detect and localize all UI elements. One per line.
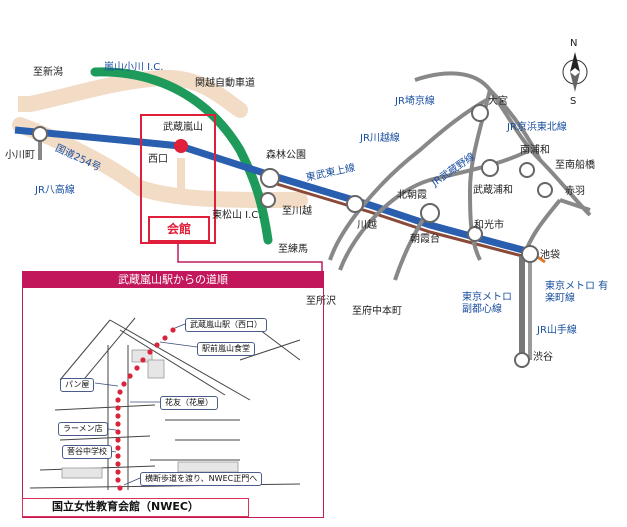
compass-n: N [570, 38, 578, 49]
label-jr-keihin-tohoku: JR京浜東北線 [507, 122, 567, 133]
inset-map [25, 290, 321, 496]
label-shibuya: 渋谷 [533, 352, 553, 363]
station-markers [32, 104, 553, 368]
label-to-tokorozawa: 至所沢 [306, 296, 336, 307]
label-to-kawagoe: 至川越 [282, 206, 312, 217]
hall-label: 会館 [148, 216, 210, 242]
label-ikebukuro: 池袋 [540, 250, 560, 261]
label-to-niigata: 至新潟 [33, 67, 63, 78]
label-to-fuchu-honmachi: 至府中本町 [352, 306, 402, 317]
label-shinrin-koen: 森林公園 [266, 150, 306, 161]
label-jr-yamanote: JR山手線 [537, 325, 577, 336]
compass-icon [562, 52, 588, 92]
label-minami-funabashi: 至南船橋 [555, 160, 595, 171]
inset-sugaya-jhs: 菅谷中学校 [62, 445, 112, 459]
inset-crosswalk-note: 横断歩道を渡り、NWEC正門へ [140, 472, 263, 486]
compass-s: S [570, 96, 577, 107]
label-ranzan-ogawa-ic: 嵐山小川 I.C. [104, 62, 164, 73]
label-metro-fukutoshin: 東京メトロ 副都心線 [462, 292, 512, 315]
label-higashi-matsuyama-ic: 東松山 I.C. [212, 210, 262, 221]
label-jr-hachiko: JR八高線 [35, 185, 75, 196]
inset-nwec-name: 国立女性教育会館（NWEC） [52, 500, 199, 513]
label-musashi-ranzan: 武蔵嵐山 [163, 122, 203, 133]
label-jr-kawagoe: JR川越線 [360, 133, 400, 144]
inset-hanatomo: 花友（花屋） [160, 396, 218, 410]
label-to-nerima: 至練馬 [278, 244, 308, 255]
label-kanetsu-expressway: 関越自動車道 [195, 78, 255, 89]
inset-ramen: ラーメン店 [58, 422, 108, 436]
label-omiya: 大宮 [488, 96, 508, 107]
label-ogawamachi: 小川町 [5, 150, 35, 161]
label-minami-urawa: 南浦和 [520, 145, 550, 156]
label-metro-yurakucho: 東京メトロ 有楽町線 [545, 281, 609, 304]
inset-ekimae-shokudo: 駅前嵐山食堂 [197, 342, 255, 356]
label-asaka-dai: 朝霞台 [410, 234, 440, 245]
label-wakoshi: 和光市 [474, 220, 504, 231]
inset-bakery: パン屋 [60, 378, 95, 392]
label-nishiguchi: 西口 [148, 154, 168, 165]
label-jr-saikyo: JR埼京線 [395, 96, 435, 107]
label-akabane: 赤羽 [565, 186, 585, 197]
walking-route [115, 327, 176, 491]
inset-title: 武蔵嵐山駅からの道順 [22, 271, 324, 288]
musashi-ranzan-station [174, 139, 188, 153]
label-kita-asaka: 北朝霞 [397, 190, 427, 201]
inset-station-west-exit: 武蔵嵐山駅（西口） [185, 318, 267, 332]
label-kawagoe: 川越 [357, 220, 377, 231]
label-musashi-urawa: 武蔵浦和 [473, 185, 513, 196]
nwec-frame [22, 498, 249, 517]
tobu-tojo-line [14, 126, 531, 256]
